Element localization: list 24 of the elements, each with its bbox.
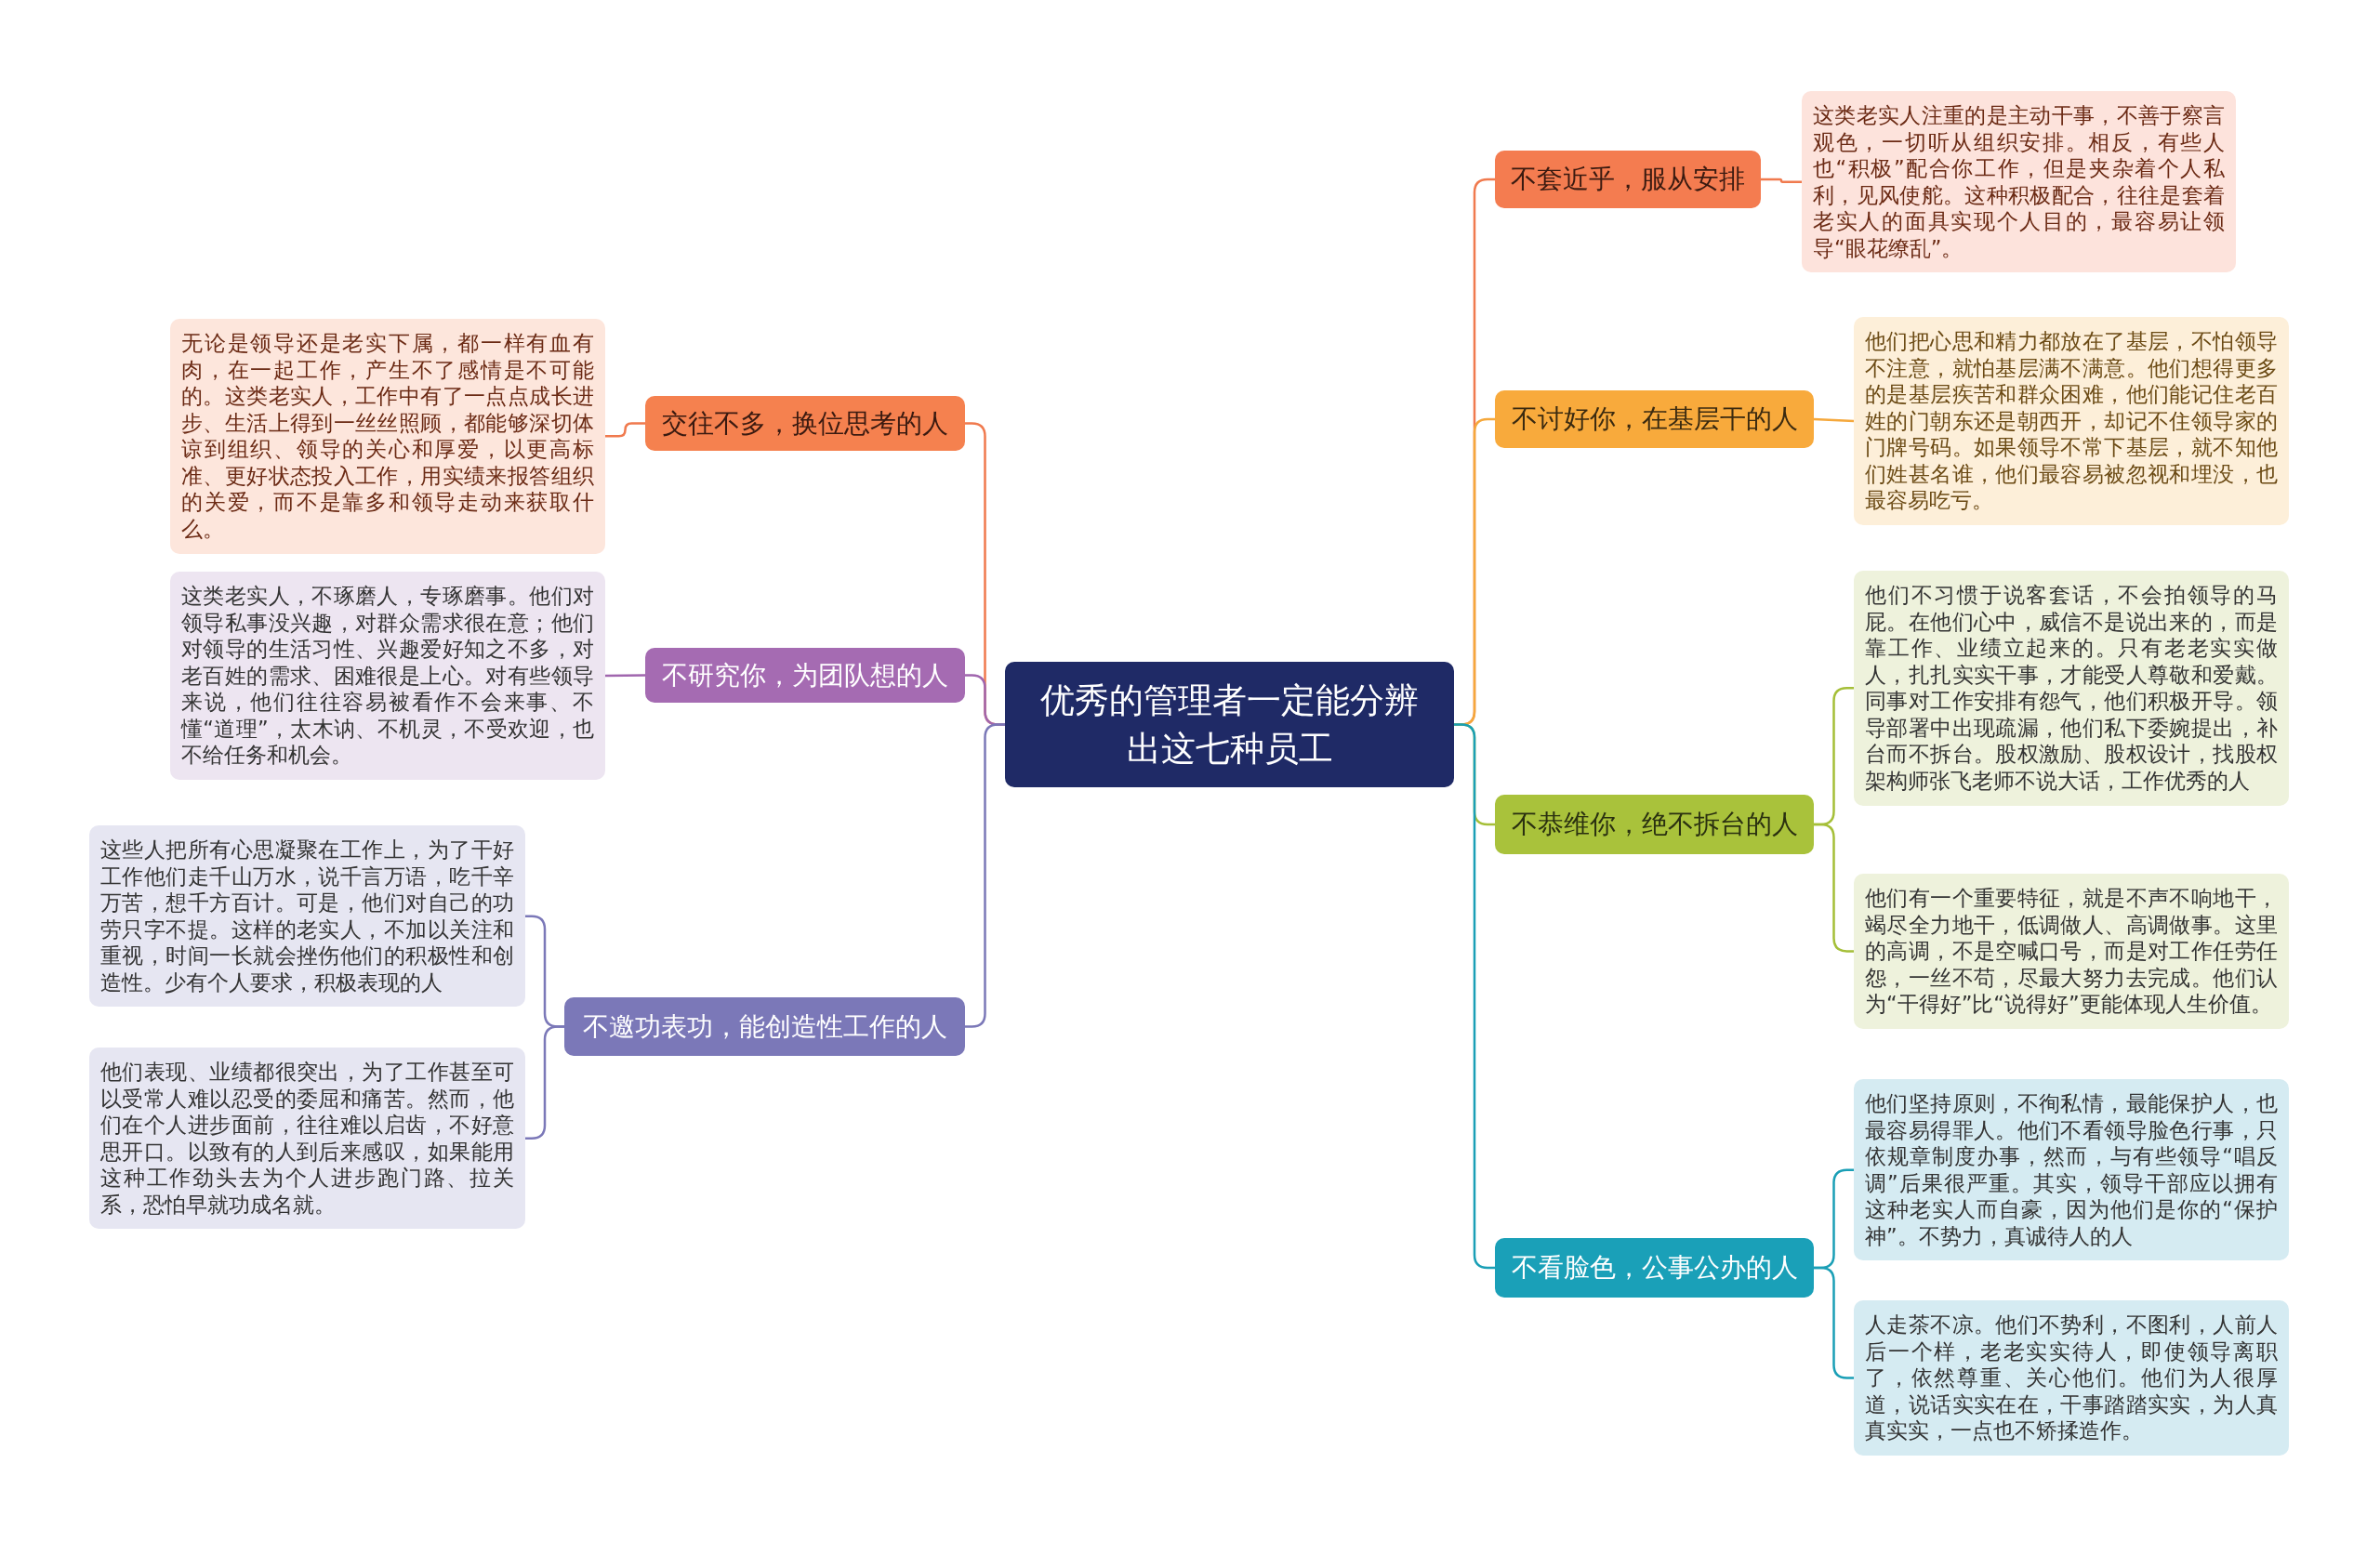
- note-box: 无论是领导还是老实下属，都一样有血有肉，在一起工作，产生不了感情是不可能的。这类老实人，工作中有了一点点成长进步、生活上得到一丝丝照顾，都能够深切体谅到组织、领导的关心和厚爱，以更高标准、更好状态投入工作，用实绩来报答组织的关爱，而不是靠多和领导走动来获取什么。: [170, 319, 605, 554]
- note-box: 这类老实人注重的是主动干事，不善于察言观色，一切听从组织安排。相反，有些人也“积极”配合你工作，但是夹杂着个人私利，见风使舵。这种积极配合，往往是套着老实人的面具实现个人目的，最容易让领导“眼花缭乱”。: [1802, 91, 2236, 273]
- topic-box: 不邀功表功，能创造性工作的人: [564, 997, 965, 1056]
- topic-box: 不研究你，为团队想的人: [645, 648, 965, 703]
- note-box: 他们把心思和精力都放在了基层，不怕领导不注意，就怕基层满不满意。他们想得更多的是基层疾苦和群众困难，他们能记住老百姓的门朝东还是朝西开，却记不住领导家的门牌号码。如果领导不常下基层，就不知他们姓甚名谁，他们最容易被忽视和埋没，也最容易吃亏。: [1854, 317, 2289, 525]
- topic-box: 不讨好你，在基层干的人: [1495, 390, 1814, 448]
- connector-line: [1761, 178, 1802, 183]
- note-box: 他们表现、业绩都很突出，为了工作甚至可以受常人难以忍受的委屈和痛苦。然而，他们在个人进步面前，往往难以启齿，不好意思开口。以致有的人到后来感叹，如果能用这种工作劲头去为个人进步跑门路、拉关系，恐怕早就功成名就。: [89, 1048, 525, 1230]
- connector-line: [965, 723, 1005, 1028]
- topic-box: 交往不多，换位思考的人: [645, 396, 965, 451]
- topic-box: 不看脸色，公事公办的人: [1495, 1238, 1814, 1298]
- note-box: 这些人把所有心思凝聚在工作上，为了干好工作他们走千山万水，说千言万语，吃千辛万苦，想千方百计。可是，他们对自己的功劳只字不提。这样的老实人，不加以关注和重视，时间一长就会挫伤他们的积极性和创造性。少有个人要求，积极表现的人: [89, 825, 525, 1008]
- connector-line: [605, 422, 645, 438]
- topic-box: 不恭维你，绝不拆台的人: [1495, 795, 1814, 854]
- connector-line: [605, 674, 645, 678]
- note-box: 他们有一个重要特征，就是不声不响地干，竭尽全力地干，低调做人、高调做事。这里的高调，不是空喊口号，而是对工作任劳任怨，一丝不苟，尽最大努力去完成。他们认为“干得好”比“说得好”更能体现人生价值。: [1854, 874, 2289, 1029]
- note-box: 他们不习惯于说客套话，不会拍领导的马屁。在他们心中，威信不是说出来的，而是靠工作、业绩立起来的。只有老老实实做人，扎扎实实干事，才能受人尊敬和爱戴。同事对工作安排有怨气，他们积极开导。领导部署中出现疏漏，他们私下委婉提出，补台而不拆台。股权激励、股权设计，找股权架构师张飞老师不说大话，工作优秀的人: [1854, 571, 2289, 806]
- connector-line: [1813, 417, 1855, 423]
- note-box: 人走茶不凉。他们不势利，不图利，人前人后一个样，老老实实待人，即使领导离职了，依然尊重、关心他们。他们为人很厚道，说话实实在在，干事踏踏实实，为人真真实实，一点也不矫揉造作。: [1854, 1300, 2289, 1456]
- central-topic-box: 优秀的管理者一定能分辨出这七种员工: [1005, 662, 1454, 787]
- note-box: 他们坚持原则，不徇私情，最能保护人，也最容易得罪人。他们不看领导脸色行事，只依规章制度办事，然而，与有些领导“唱反调”后果很严重。其实，领导干部应以拥有这种老实人而自豪，因为他们是你的“保护神”。不势力，真诚待人的人: [1854, 1079, 2289, 1261]
- topic-box: 不套近乎，服从安排: [1495, 151, 1761, 208]
- note-box: 这类老实人，不琢磨人，专琢磨事。他们对领导私事没兴趣，对群众需求很在意；他们对领导的生活习性、兴趣爱好知之不多，对老百姓的需求、困难很是上心。对有些领导来说，他们往往容易被看作不会来事、不懂“道理”，太木讷、不机灵，不受欢迎，也不给任务和机会。: [170, 572, 605, 780]
- connector-line: [525, 1025, 564, 1140]
